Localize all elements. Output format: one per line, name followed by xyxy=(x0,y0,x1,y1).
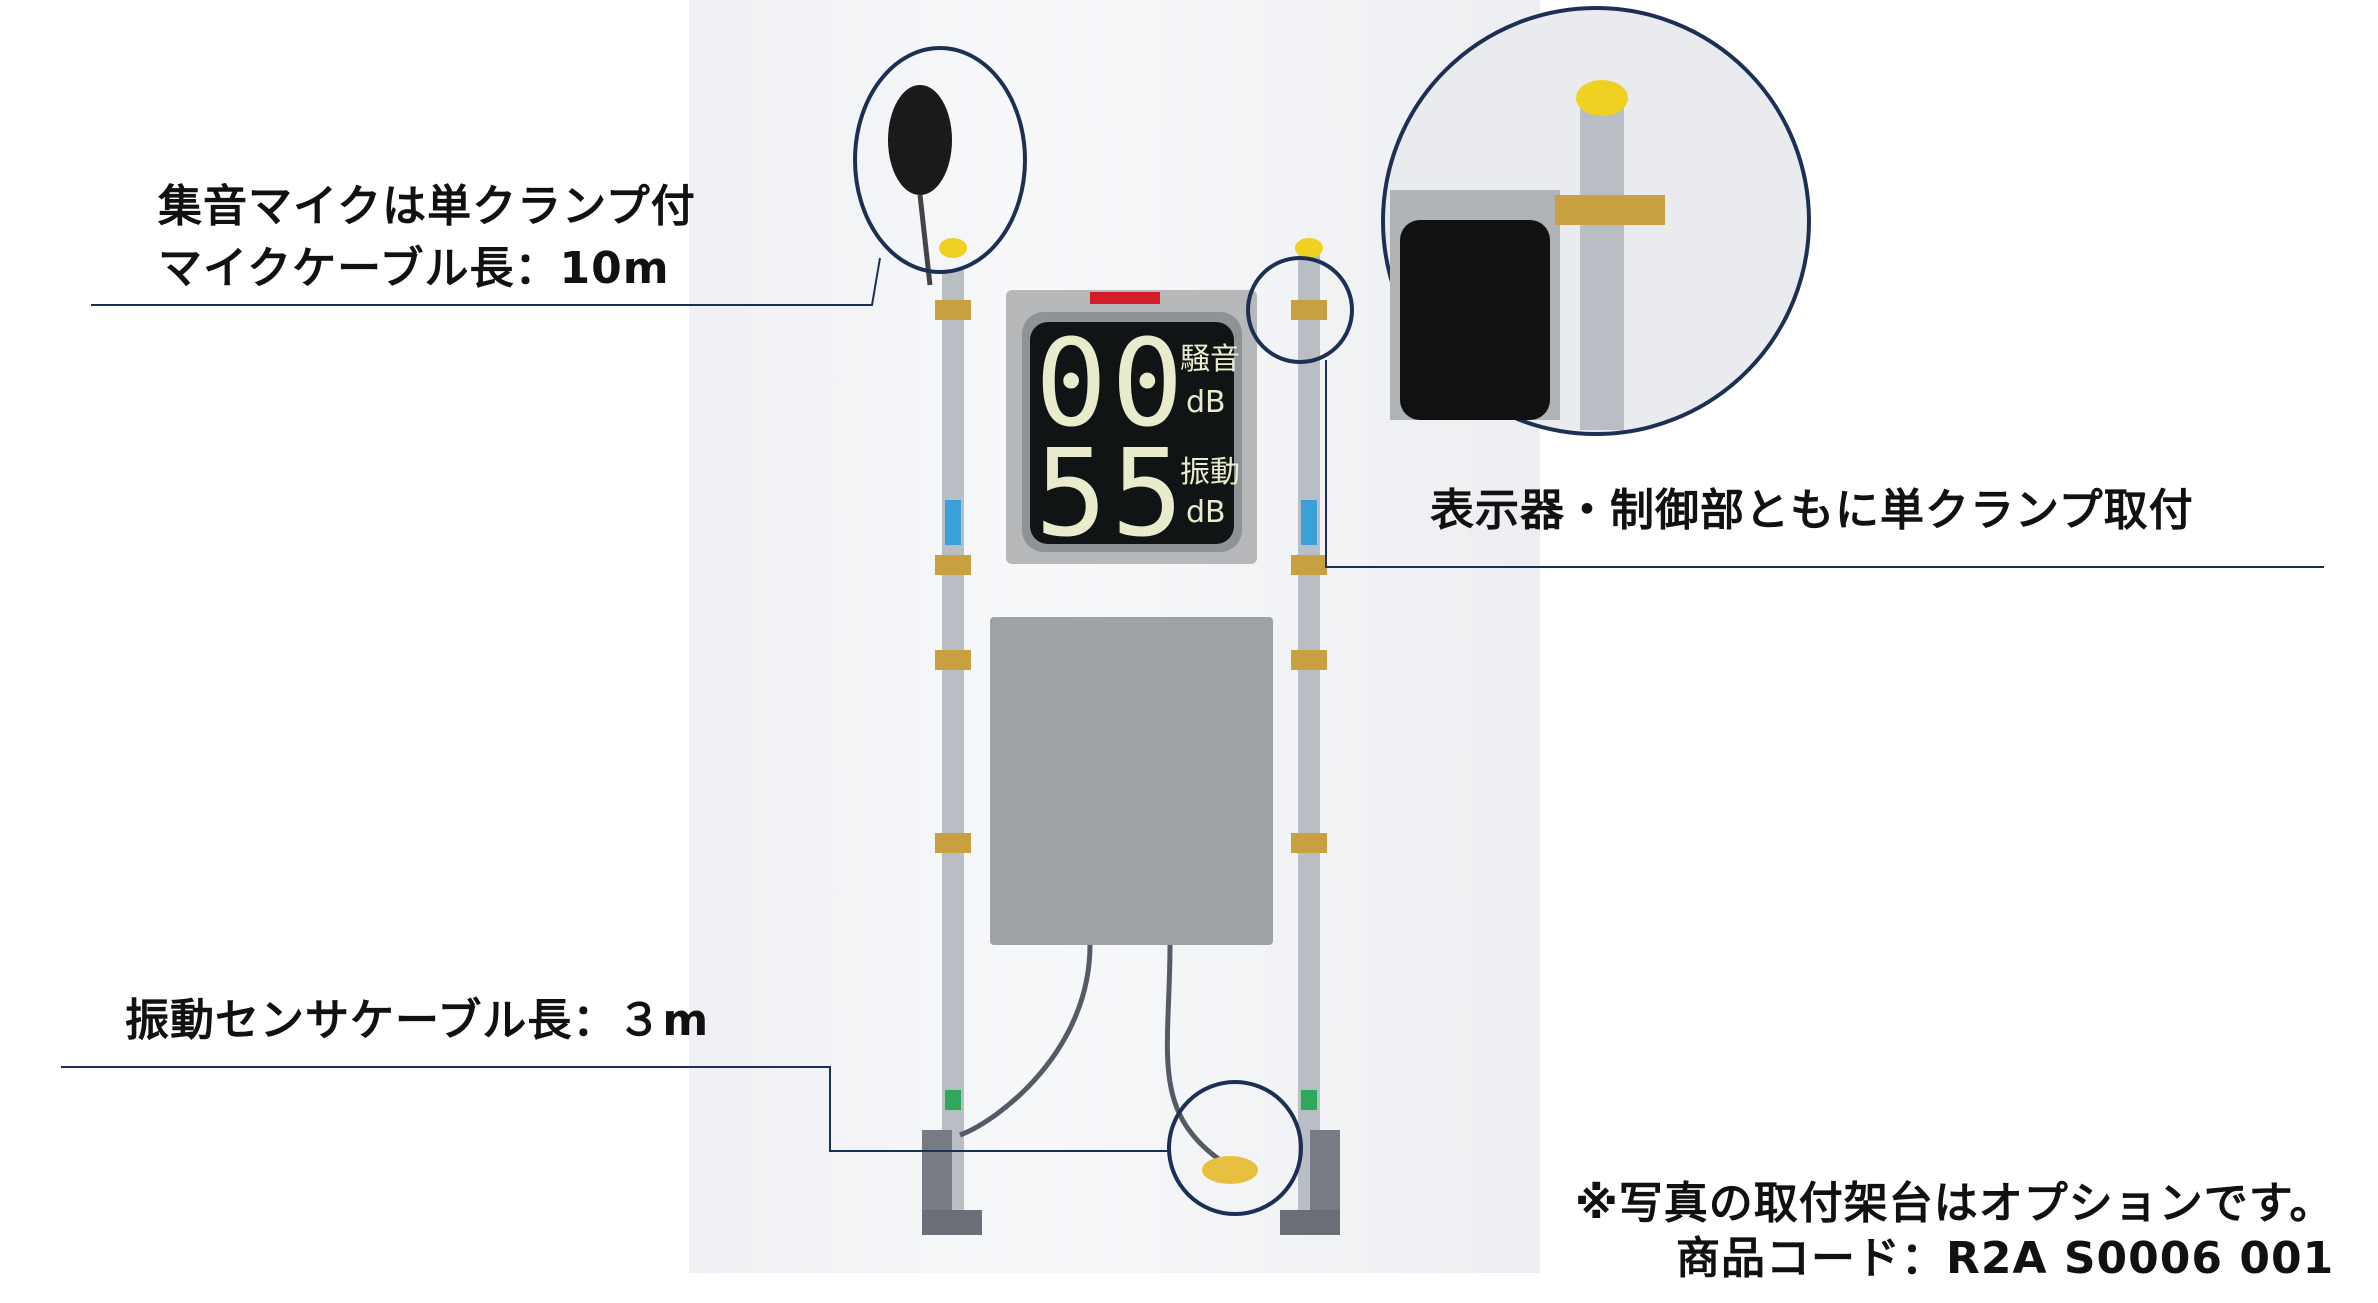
left-pole xyxy=(942,270,964,1230)
product-code: 商品コード：R2A S0006 001 xyxy=(1676,1233,2335,1284)
footer-note: ※写真の取付架台はオプションです。 xyxy=(1575,1178,2335,1229)
right-pole xyxy=(1298,255,1320,1230)
control-box xyxy=(990,617,1273,945)
noise-label: 騒音 xyxy=(1180,342,1240,377)
noise-level-readout: 00 xyxy=(1035,315,1188,454)
display-screen xyxy=(1030,322,1234,544)
vibration-unit: dB xyxy=(1186,495,1226,530)
vibration-level-readout: 55 xyxy=(1035,425,1188,564)
vibration-label: 振動 xyxy=(1180,455,1240,490)
mic-callout-line1: 集音マイクは単クランプ付 xyxy=(158,181,696,232)
vibration-sensor xyxy=(1202,1156,1258,1184)
microphone-windscreen xyxy=(888,85,952,195)
clamp-callout: 表示器・制御部ともに単クランプ取付 xyxy=(1430,485,2194,536)
vibration-callout: 振動センサケーブル長：３m xyxy=(125,995,710,1046)
mic-callout-line2: マイクケーブル長：10m xyxy=(158,243,670,294)
noise-unit: dB xyxy=(1186,385,1226,420)
